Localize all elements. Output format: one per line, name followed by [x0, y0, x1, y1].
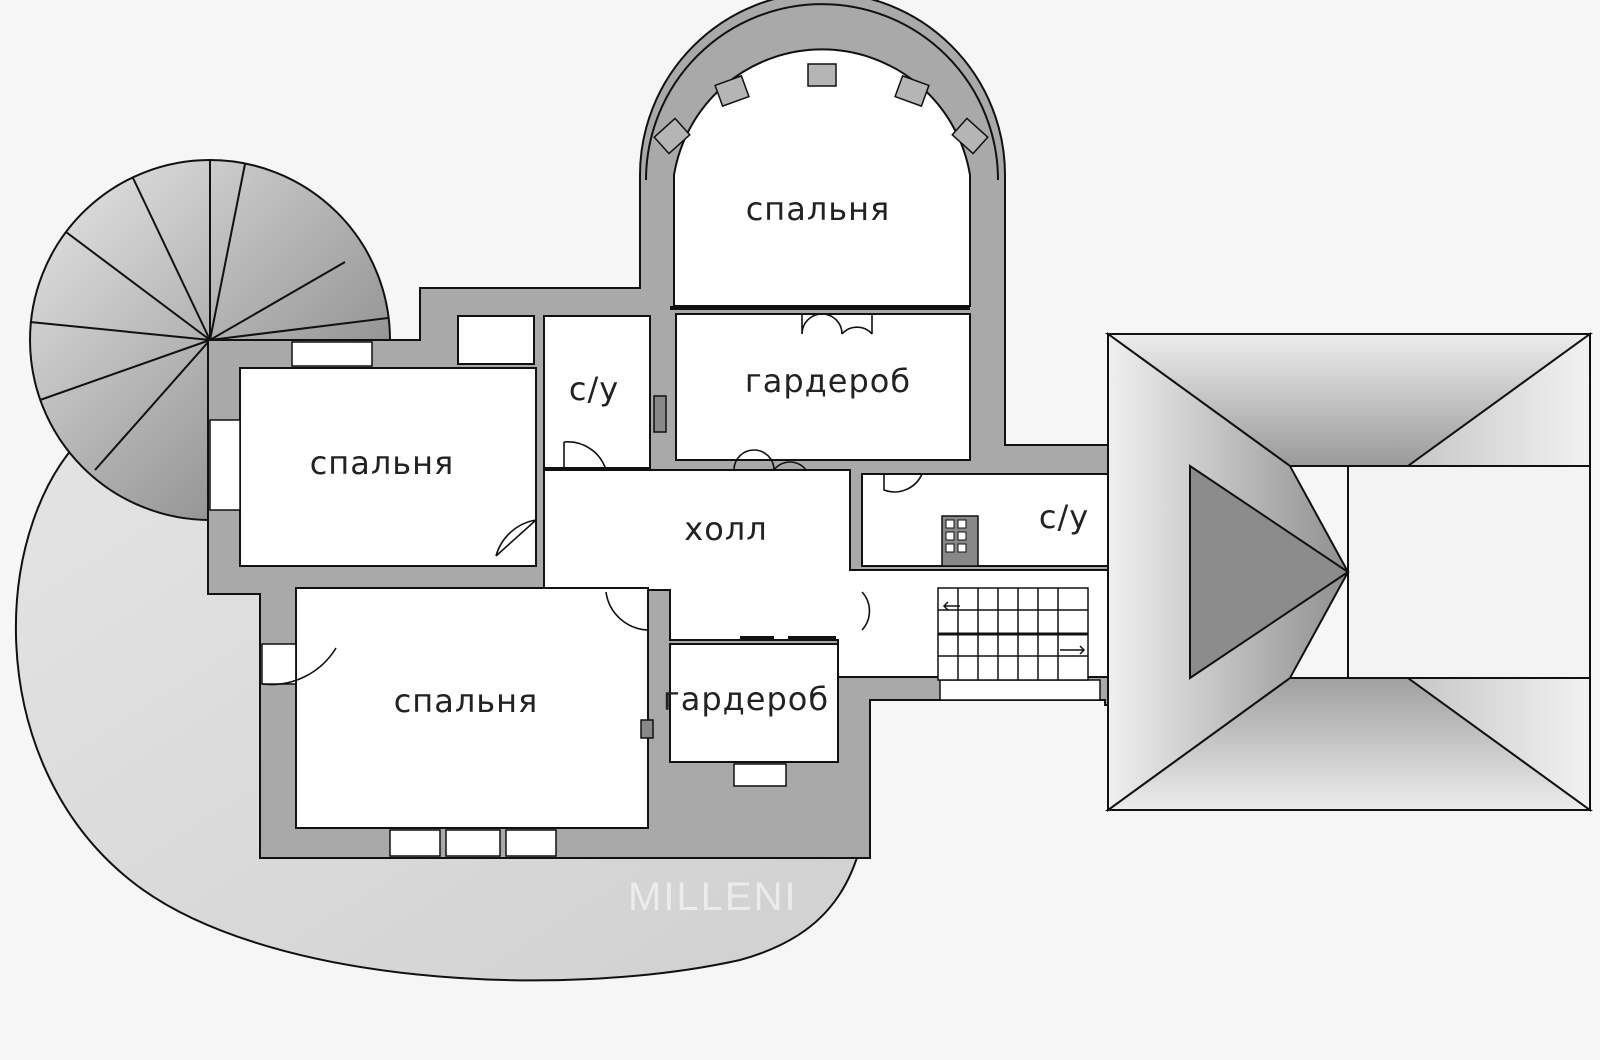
label-bedroom-top: спальня: [746, 190, 891, 228]
label-bathroom-right: с/у: [1039, 498, 1089, 536]
inner-partitions: [670, 306, 970, 640]
window-wardrobe-bottom: [733, 763, 787, 787]
label-bathroom-small: с/у: [569, 370, 619, 408]
window-staircase: [939, 679, 1101, 701]
window-bedroom-left-side: [209, 419, 241, 511]
label-wardrobe-bottom: гардероб: [663, 680, 829, 718]
door-bathroom-right: [883, 473, 923, 493]
door-bathroom-small: [563, 441, 607, 471]
door-bedroom-left: [495, 519, 537, 557]
window-bedroom-left-top: [291, 341, 373, 367]
room-bathroom-right: [861, 473, 1151, 567]
room-closet-small: [457, 315, 535, 365]
door-bedroom-bottom: [605, 591, 649, 631]
room-wardrobe-bottom: [669, 643, 839, 763]
room-bedroom-left: [239, 367, 537, 567]
room-wardrobe-top: [675, 313, 971, 461]
straight-staircase: [937, 587, 1089, 681]
side-door-opening: [261, 643, 297, 685]
bathroom-fixture-icon: [941, 515, 979, 567]
label-wardrobe-top: гардероб: [745, 362, 911, 400]
roof-right: [1104, 332, 1594, 812]
watermark: MILLENI: [628, 875, 798, 919]
window-bedroom-bottom-3: [505, 829, 557, 857]
door-wardrobe-top: [801, 313, 873, 335]
room-bathroom-small: [543, 315, 651, 469]
window-bedroom-bottom-2: [445, 829, 501, 857]
window-bedroom-bottom-1: [389, 829, 441, 857]
door-hall-wardrobe: [733, 449, 807, 471]
side-door-swing: [261, 644, 337, 686]
room-bedroom-top: [673, 48, 971, 307]
room-bedroom-bottom: [295, 587, 649, 829]
bay-window-arc: [645, 3, 999, 181]
small-fixture-icon: [640, 395, 667, 739]
door-stairwell: [861, 591, 871, 631]
label-bedroom-bottom: спальня: [394, 682, 539, 720]
label-hall: холл: [684, 510, 767, 548]
bay-window-frames: [653, 63, 989, 155]
label-bedroom-left: спальня: [310, 444, 455, 482]
